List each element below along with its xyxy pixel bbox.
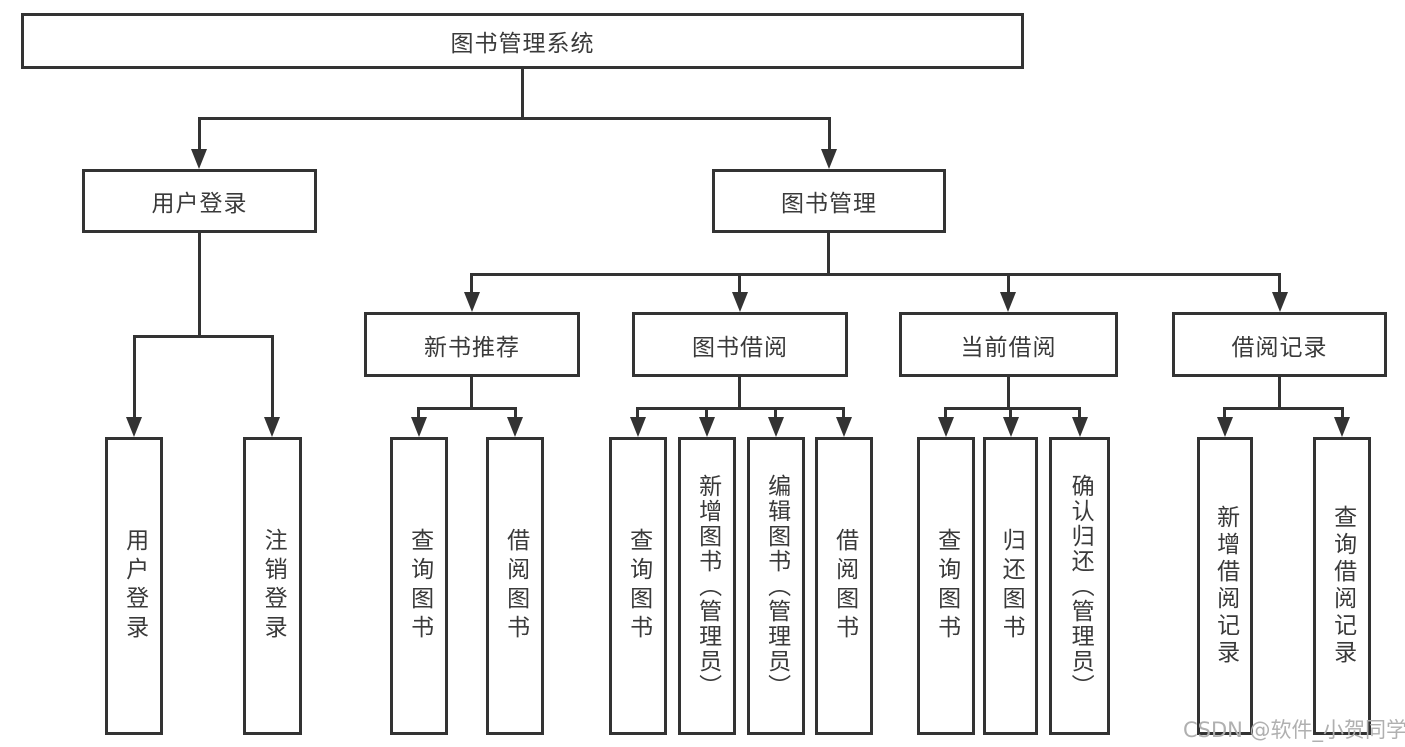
node-label: 确认归还（管理员） [1067,473,1094,699]
node-borrow-books-recommend: 借阅图书 [486,437,544,735]
node-label: 图书管理系统 [450,31,595,57]
node-label: 查询图书 [933,528,960,644]
arrowhead-down-icon [1217,417,1233,437]
node-add-borrow-record: 新增借阅记录 [1197,437,1253,735]
node-label: 查询图书 [625,528,652,644]
connector-line [133,335,274,338]
arrowhead-down-icon [938,417,954,437]
node-label: 注销登录 [260,528,287,644]
connector-line [636,407,639,421]
connector-line [636,407,845,410]
connector-line [1223,407,1344,410]
connector-line [1007,273,1010,297]
arrowhead-down-icon [126,417,142,437]
arrowhead-down-icon [507,417,523,437]
connector-line [738,273,741,297]
arrowhead-down-icon [264,417,280,437]
node-label: 新增借阅记录 [1212,505,1239,667]
connector-line [521,69,524,117]
node-logout-leaf: 注销登录 [243,437,302,735]
node-label: 用户登录 [121,528,148,644]
node-add-books-admin: 新增图书（管理员） [678,437,736,735]
arrowhead-down-icon [699,417,715,437]
node-label: 借阅图书 [831,528,858,644]
node-label: 编辑图书（管理员） [763,473,790,699]
node-label: 图书借阅 [692,334,788,361]
connector-line [198,233,201,335]
node-label: 用户登录 [151,191,248,217]
connector-line [1007,377,1010,407]
connector-line [944,407,947,421]
node-confirm-return-admin: 确认归还（管理员） [1049,437,1110,735]
node-label: 归还图书 [998,528,1025,644]
connector-line [1341,407,1344,421]
node-label: 借阅图书 [502,528,529,644]
node-label: 借阅记录 [1231,334,1328,361]
node-query-books-recommend: 查询图书 [390,437,448,735]
node-book-borrowing: 图书借阅 [632,312,848,377]
arrowhead-down-icon [411,417,427,437]
csdn-watermark: CSDN @软件_小贺同学 [1183,718,1405,742]
connector-line [842,407,845,421]
node-label: 查询借阅记录 [1329,505,1356,667]
connector-line [470,273,473,297]
connector-line [827,233,830,273]
node-label: 当前借阅 [960,334,1057,361]
connector-line [1278,273,1281,297]
connector-line [774,407,777,421]
node-book-management: 图书管理 [712,169,946,233]
arrowhead-down-icon [1000,292,1016,312]
connector-line [738,377,741,407]
node-label: 新书推荐 [424,334,520,361]
connector-line [514,407,517,421]
node-label: 查询图书 [406,528,433,644]
connector-line [1278,377,1281,407]
arrowhead-down-icon [1072,417,1088,437]
node-query-borrow-record: 查询借阅记录 [1313,437,1371,735]
arrowhead-down-icon [191,149,207,169]
arrowhead-down-icon [1334,417,1350,437]
connector-line [417,407,420,421]
node-borrow-books: 借阅图书 [815,437,873,735]
connector-line [1078,407,1081,421]
arrowhead-down-icon [1003,417,1019,437]
arrowhead-down-icon [768,417,784,437]
node-user-login-leaf: 用户登录 [105,437,163,735]
node-label: 图书管理 [781,191,877,217]
connector-line [470,377,473,407]
node-query-books-current: 查询图书 [917,437,975,735]
connector-line [705,407,708,421]
connector-line [944,407,1081,410]
arrowhead-down-icon [1272,292,1288,312]
connector-line [1223,407,1226,421]
node-edit-books-admin: 编辑图书（管理员） [747,437,805,735]
connector-line [417,407,517,410]
arrowhead-down-icon [464,292,480,312]
arrowhead-down-icon [630,417,646,437]
node-library-management-system: 图书管理系统 [21,13,1024,69]
connector-line [828,117,831,153]
connector-line [198,117,201,153]
arrowhead-down-icon [836,417,852,437]
arrowhead-down-icon [732,292,748,312]
node-current-borrowing: 当前借阅 [899,312,1118,377]
connector-line [470,273,1281,276]
node-query-books-borrow: 查询图书 [609,437,667,735]
connector-line [133,335,136,420]
arrowhead-down-icon [821,149,837,169]
connector-line [198,117,831,120]
connector-line [1009,407,1012,421]
node-new-book-recommend: 新书推荐 [364,312,580,377]
node-label: 新增图书（管理员） [694,473,721,699]
node-user-login: 用户登录 [82,169,317,233]
connector-line [271,335,274,420]
node-borrowing-records: 借阅记录 [1172,312,1387,377]
node-return-books: 归还图书 [983,437,1038,735]
